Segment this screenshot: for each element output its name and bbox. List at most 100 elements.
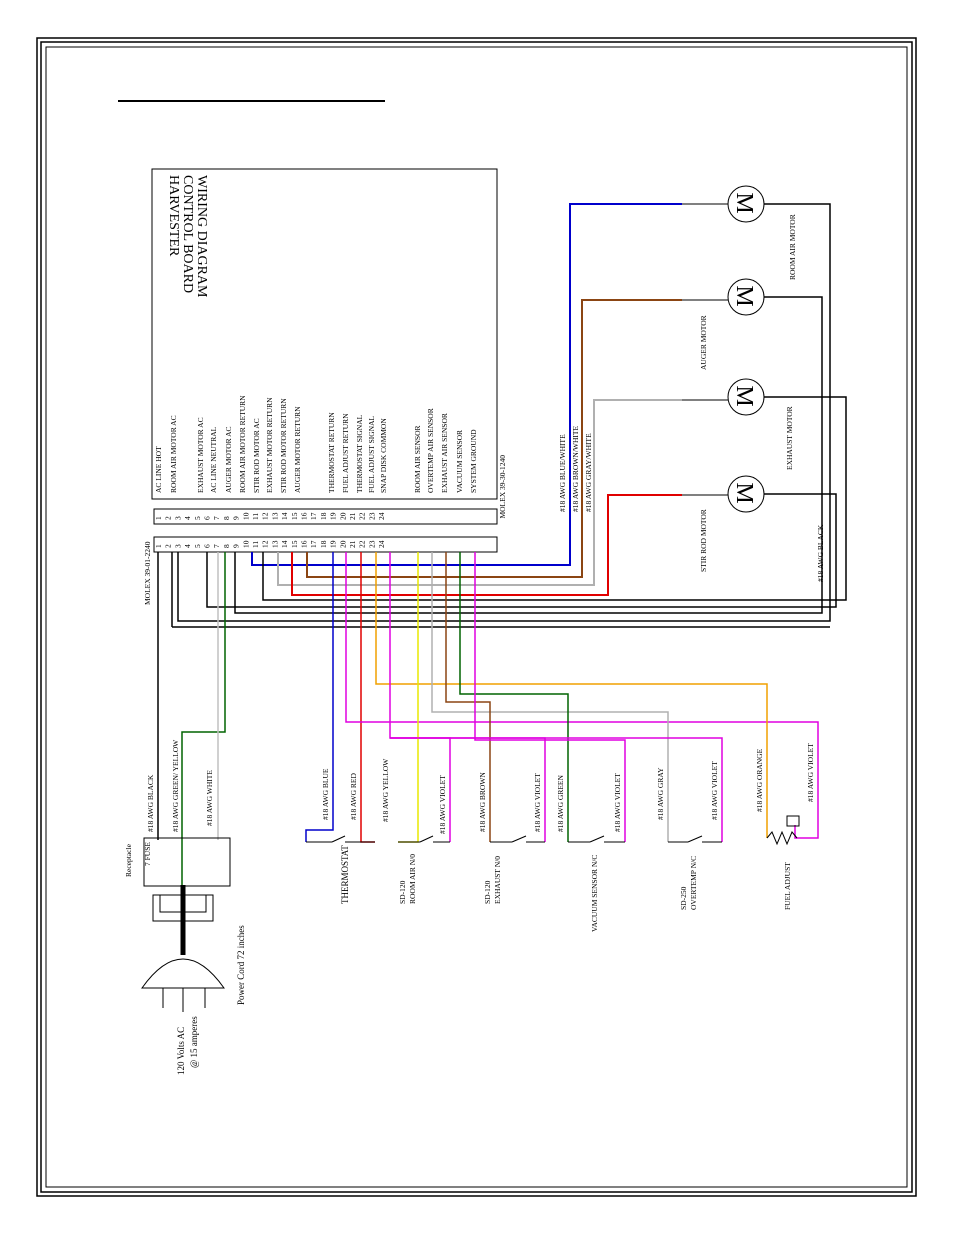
connector-top: [153, 508, 498, 525]
pin-number: 1: [154, 516, 163, 520]
control-board: [151, 168, 498, 500]
pin-number: 11: [251, 541, 260, 548]
power-entry: Receptacle 7 FUSE #18 AWG BLACK #18 AWG …: [124, 739, 246, 1075]
pin-number: 16: [300, 540, 309, 548]
svg-text:#18 AWG RED: #18 AWG RED: [349, 773, 358, 820]
board-function-label: THERMOSTAT RETURN: [327, 412, 336, 493]
label-exhaust-motor: EXHAUST MOTOR: [785, 406, 794, 470]
page-frame-middle: [40, 41, 913, 1193]
board-function-label: AUGER MOTOR RETURN: [293, 406, 302, 493]
pin-number: 3: [173, 544, 182, 548]
pin-number: 3: [173, 516, 182, 520]
pin-number: 2: [164, 516, 173, 520]
motor-stir-rod: M: [727, 475, 765, 513]
pin-number: 7: [212, 544, 221, 548]
pin-number: 9: [232, 544, 241, 548]
pin-number: 12: [261, 540, 270, 548]
pin-number: 6: [203, 544, 212, 548]
svg-text:#18 AWG GRAY: #18 AWG GRAY: [656, 767, 665, 820]
board-function-label: SNAP DISK COMMON: [379, 418, 388, 493]
motor-wires: [251, 203, 728, 596]
pin-number: 12: [261, 512, 270, 520]
pin-number: 6: [203, 516, 212, 520]
svg-text:#18 AWG VIOLET: #18 AWG VIOLET: [806, 743, 815, 802]
board-function-label: SYSTEM GROUND: [469, 429, 478, 493]
svg-text:SD-120: SD-120: [483, 880, 492, 904]
svg-text:OVERTEMP N/C: OVERTEMP N/C: [689, 856, 698, 910]
svg-text:Receptacle: Receptacle: [124, 843, 133, 877]
svg-text:ROOM AIR N/0: ROOM AIR N/0: [408, 854, 417, 904]
connector-top-label: MOLEX 39-30-1240: [498, 455, 507, 519]
svg-text:HARVESTER: HARVESTER: [166, 175, 181, 257]
pin-number: 22: [358, 512, 367, 520]
svg-text:M: M: [731, 285, 757, 306]
svg-text:SD-250: SD-250: [679, 886, 688, 910]
pin-number: 20: [338, 540, 347, 548]
pin-number: 7: [212, 516, 221, 520]
label-return-black: #18 AWG BLACK: [816, 524, 825, 582]
svg-text:CONTROL BOARD: CONTROL BOARD: [180, 175, 195, 293]
svg-text:#18 AWG ORANGE: #18 AWG ORANGE: [755, 748, 764, 812]
pin-number: 17: [309, 512, 318, 520]
svg-text:#18 AWG BROWN: #18 AWG BROWN: [478, 772, 487, 832]
pin-number: 15: [290, 540, 299, 548]
pin-number: 4: [183, 544, 192, 548]
pin-number: 23: [367, 512, 376, 520]
label-blue-white: #18 AWG BLUE/WHITE: [558, 434, 567, 512]
pin-number: 8: [222, 544, 231, 548]
connector-bottom-label: MOLEX 39-01-2240: [143, 541, 152, 605]
pin-number: 5: [193, 544, 202, 548]
pin-number: 17: [309, 540, 318, 548]
pin-number: 15: [290, 512, 299, 520]
pin-number: 20: [338, 512, 347, 520]
motor-auger: M: [727, 278, 765, 316]
svg-text:#18 AWG GREEN: #18 AWG GREEN: [556, 775, 565, 832]
motor-exhaust: M: [727, 378, 765, 416]
pin-number: 21: [348, 540, 357, 548]
label-brown-white: #18 AWG BROWN/WHITE: [571, 426, 580, 512]
svg-text:M: M: [731, 192, 757, 213]
svg-text:#18 AWG VIOLET: #18 AWG VIOLET: [613, 773, 622, 832]
svg-text:M: M: [731, 385, 757, 406]
svg-text:Power Cord 72 inches: Power Cord 72 inches: [236, 925, 246, 1005]
pin-number: 4: [183, 516, 192, 520]
pin-number: 24: [377, 540, 386, 548]
pin-number: 2: [164, 544, 173, 548]
board-function-label: FUEL ADJUST SIGNAL: [367, 415, 376, 493]
svg-text:EXHAUST N/0: EXHAUST N/0: [493, 856, 502, 904]
switch-contacts: [306, 815, 800, 846]
svg-text:#18 AWG BLUE: #18 AWG BLUE: [321, 768, 330, 820]
svg-text:M: M: [731, 482, 757, 503]
pin-number: 23: [367, 540, 376, 548]
board-function-label: EXHAUST MOTOR RETURN: [265, 397, 274, 493]
svg-text:7 FUSE: 7 FUSE: [143, 842, 152, 866]
label-gray-white: #18 AWG GRAY/WHITE: [584, 433, 593, 512]
svg-text:VACUUM SENSOR N/C: VACUUM SENSOR N/C: [590, 855, 599, 932]
svg-text:FUEL ADJUST: FUEL ADJUST: [783, 862, 792, 910]
pin-number: 10: [241, 540, 250, 548]
pin-number: 13: [270, 512, 279, 520]
svg-text:#18 AWG GREEN/ YELLOW: #18 AWG GREEN/ YELLOW: [171, 739, 180, 832]
board-title: HARVESTER CONTROL BOARD WIRING DIAGRAM: [166, 175, 209, 298]
pin-number: 19: [329, 540, 338, 548]
device-wires: [157, 552, 819, 885]
pin-number: 5: [193, 516, 202, 520]
board-function-label: ROOM AIR MOTOR RETURN: [238, 395, 247, 493]
board-function-label: EXHAUST MOTOR AC: [196, 417, 205, 493]
svg-text:#18 AWG WHITE: #18 AWG WHITE: [205, 770, 214, 826]
board-function-label: AC LINE NEUTRAL: [209, 426, 218, 493]
pin-number: 10: [241, 512, 250, 520]
pin-number: 11: [251, 513, 260, 520]
pin-number: 24: [377, 512, 386, 520]
pin-number: 9: [232, 516, 241, 520]
device-wire-labels: #18 AWG BLUE #18 AWG RED #18 AWG YELLOW …: [321, 743, 815, 834]
motor-room-air: M: [727, 185, 765, 223]
board-function-label: VACUUM SENSOR: [455, 430, 464, 493]
motor-return-wires: [171, 203, 847, 628]
board-function-label: AUGER MOTOR AC: [224, 426, 233, 493]
label-room-air-motor: ROOM AIR MOTOR: [788, 214, 797, 280]
pin-number: 14: [280, 512, 289, 520]
board-function-label: STIR ROD MOTOR AC: [252, 418, 261, 493]
